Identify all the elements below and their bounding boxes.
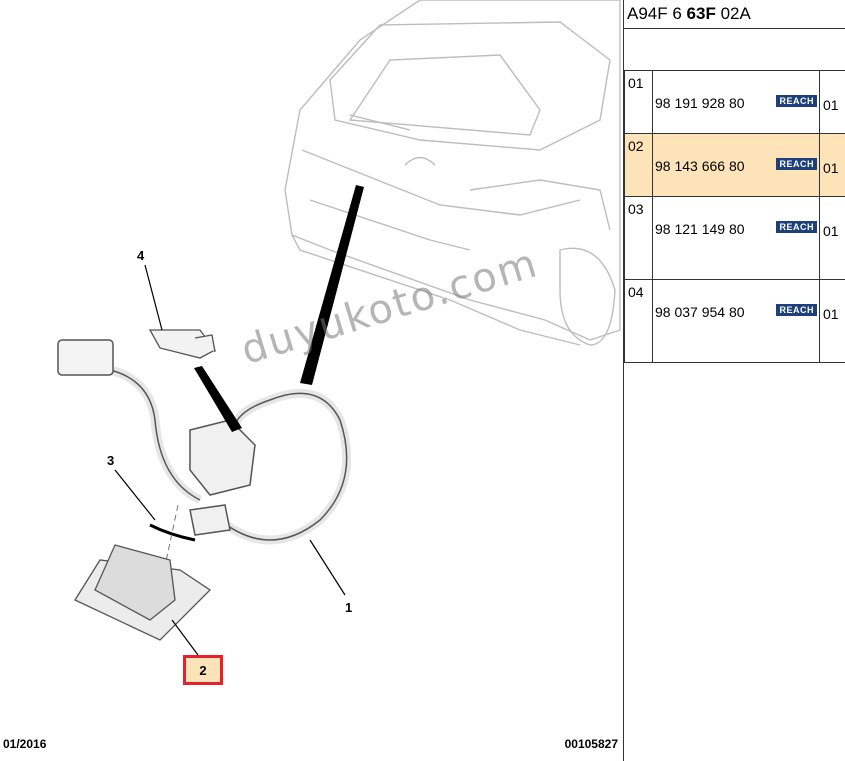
wiring-harness <box>57 339 352 545</box>
row-part-cell: 98 191 928 80 REACH <box>652 70 820 134</box>
quantity: 01 <box>823 223 839 239</box>
callout-leaders <box>114 264 346 656</box>
callout-1[interactable]: 1 <box>345 600 353 615</box>
callout-4[interactable]: 4 <box>137 248 145 263</box>
row-part-cell: 98 143 666 80 REACH <box>652 133 820 197</box>
reach-badge: REACH <box>776 304 817 316</box>
panel-divider <box>623 0 624 761</box>
exploded-parts-diagram: 4 3 1 2 duyukoto.com 01/2016 00105827 <box>3 0 621 751</box>
row-part-cell: 98 121 149 80 REACH <box>652 196 820 280</box>
ref-bold: 63F <box>686 4 716 23</box>
quantity: 01 <box>823 160 839 176</box>
part-number[interactable]: 98 037 954 80 <box>655 304 745 320</box>
diagram-date: 01/2016 <box>3 737 47 751</box>
licence-plate-lamp-part <box>74 544 212 641</box>
part-number[interactable]: 98 121 149 80 <box>655 221 745 237</box>
row-index: 03 <box>624 196 653 280</box>
part-number[interactable]: 98 191 928 80 <box>655 95 745 111</box>
row-qty-cell: 01 <box>819 70 845 134</box>
ref-suffix: 02A <box>720 4 751 23</box>
diagram-id: 00105827 <box>564 737 618 751</box>
reach-badge: REACH <box>776 158 817 170</box>
row-part-cell: 98 037 954 80 REACH <box>652 279 820 363</box>
row-index: 04 <box>624 279 653 363</box>
ref-prefix: A94F 6 <box>627 4 682 23</box>
row-qty-cell: 01 <box>819 133 845 197</box>
car-to-part-leader <box>300 185 364 385</box>
quantity: 01 <box>823 97 839 113</box>
row-index: 02 <box>624 133 653 197</box>
reach-badge: REACH <box>776 221 817 233</box>
reach-badge: REACH <box>776 95 817 107</box>
row-qty-cell: 01 <box>819 279 845 363</box>
part-number[interactable]: 98 143 666 80 <box>655 158 745 174</box>
reference-header: A94F 6 63F 02A <box>624 0 845 29</box>
quantity: 01 <box>823 306 839 322</box>
diagram-drawing <box>57 0 621 656</box>
callout-2-selected[interactable]: 2 <box>183 655 223 685</box>
clip-part <box>148 329 216 359</box>
row-qty-cell: 01 <box>819 196 845 280</box>
callout-3[interactable]: 3 <box>107 453 115 468</box>
seal-part <box>149 523 196 542</box>
row-index: 01 <box>624 70 653 134</box>
clip-leader <box>194 366 242 432</box>
